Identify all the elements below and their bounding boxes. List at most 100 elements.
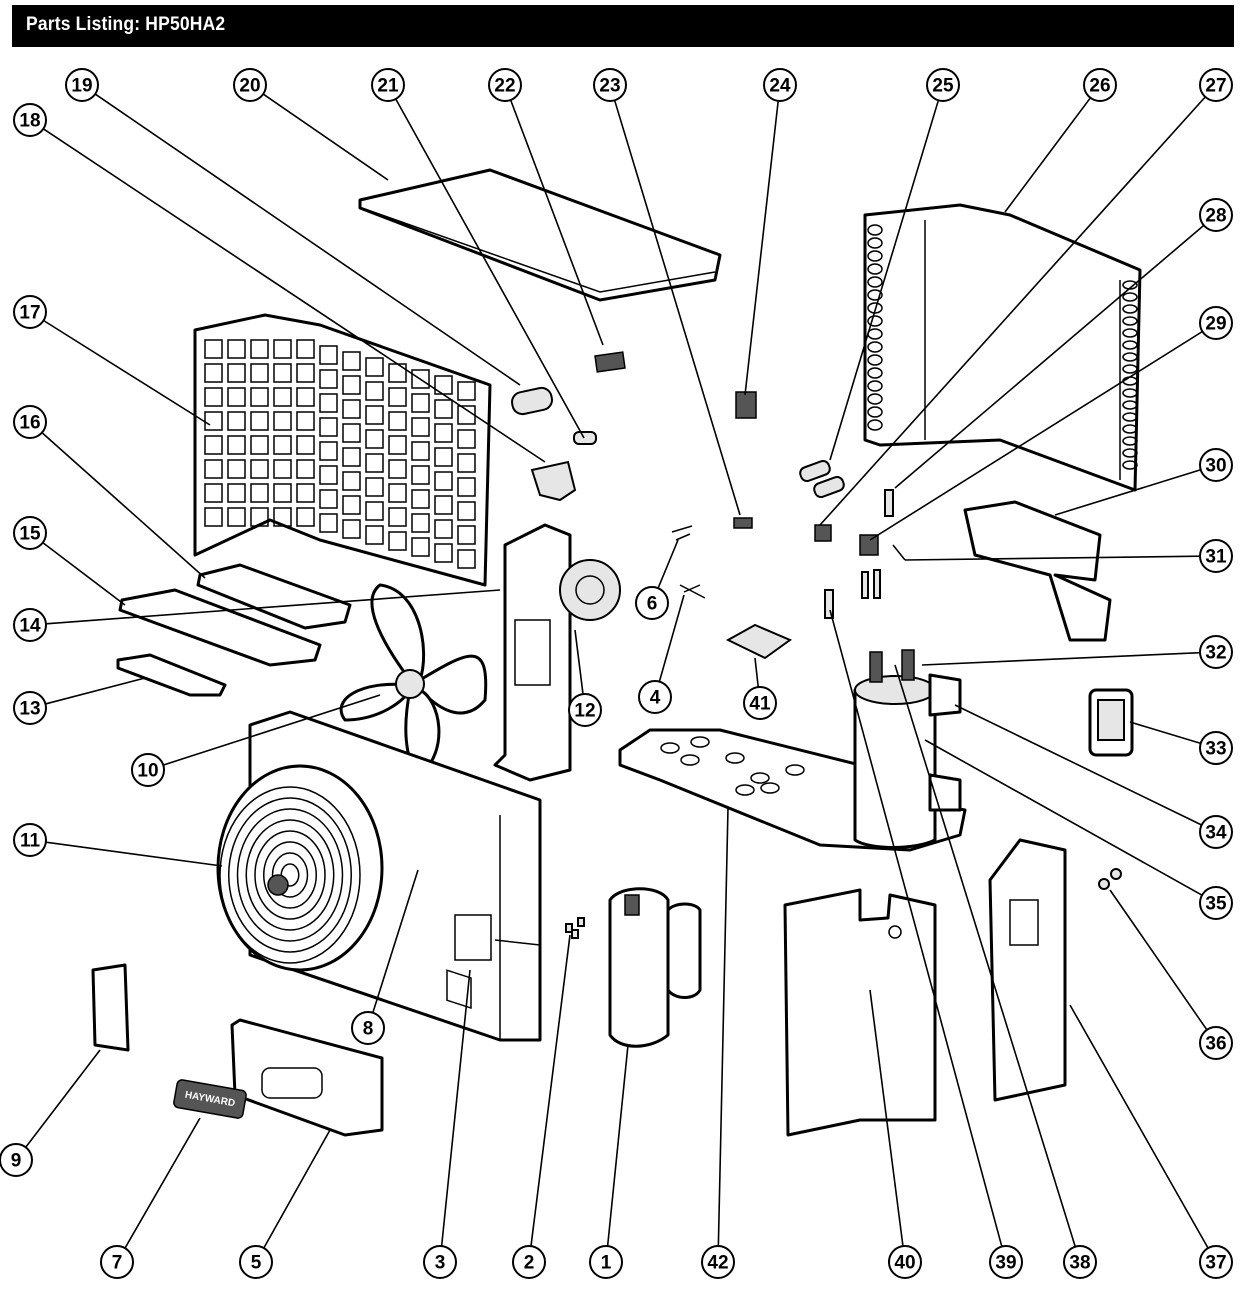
callout-label: 15 <box>19 524 41 545</box>
leader-line-4 <box>658 594 685 682</box>
callout-31: 31 <box>1199 539 1233 573</box>
fan-guard <box>216 764 384 972</box>
callout-label: 36 <box>1205 1034 1226 1055</box>
callout-21: 21 <box>371 68 405 102</box>
leader-line-14 <box>45 589 501 625</box>
page-title: Parts Listing: HP50HA2 <box>26 14 226 35</box>
leader-line-8 <box>372 869 419 1013</box>
leader-line-12 <box>574 629 584 695</box>
rear-grille-panel <box>193 313 492 587</box>
callout-label: 19 <box>71 76 92 97</box>
leader-line-31 <box>904 555 1201 561</box>
callout-3: 3 <box>423 1245 457 1279</box>
leader-line-5 <box>263 1129 331 1249</box>
callout-label: 37 <box>1205 1253 1226 1274</box>
leader-line-38 <box>894 664 1077 1247</box>
callout-label: 10 <box>137 761 158 782</box>
callout-label: 32 <box>1205 643 1226 664</box>
callout-14: 14 <box>13 608 47 642</box>
leader-line-10 <box>162 694 381 766</box>
leader-line-6 <box>657 539 679 589</box>
small-components <box>511 351 1122 939</box>
callout-29: 29 <box>1199 306 1233 340</box>
callout-label: 28 <box>1205 206 1226 227</box>
callout-42: 42 <box>701 1245 735 1279</box>
callout-label: 14 <box>19 616 41 637</box>
callout-38: 38 <box>1063 1245 1097 1279</box>
callout-label: 22 <box>494 76 515 97</box>
heat-exchanger <box>853 649 962 849</box>
callout-37: 37 <box>1199 1245 1233 1279</box>
leader-line-35 <box>924 739 1203 896</box>
gauge-bezel <box>1088 688 1134 757</box>
callout-35: 35 <box>1199 886 1233 920</box>
callout-32: 32 <box>1199 635 1233 669</box>
callout-18: 18 <box>13 103 47 137</box>
leader-line-41 <box>754 657 760 688</box>
callout-25: 25 <box>926 68 960 102</box>
callout-16: 16 <box>13 405 47 439</box>
callout-label: 24 <box>769 76 791 97</box>
callout-12: 12 <box>568 693 602 727</box>
callout-label: 30 <box>1205 456 1226 477</box>
callout-label: 9 <box>11 1151 22 1172</box>
callout-2: 2 <box>512 1245 546 1279</box>
corner-bracket <box>91 963 130 1052</box>
callout-label: 2 <box>524 1253 535 1274</box>
callout-label: 23 <box>599 76 620 97</box>
callout-26: 26 <box>1083 68 1117 102</box>
leader-line-20 <box>262 93 389 181</box>
callout-4: 4 <box>638 680 672 714</box>
callout-label: 5 <box>251 1253 262 1274</box>
callout-28: 28 <box>1199 198 1233 232</box>
callout-label: 11 <box>20 831 41 852</box>
callout-label: 29 <box>1205 314 1226 335</box>
callout-label: 41 <box>749 694 771 715</box>
leader-line-27 <box>819 96 1206 526</box>
shelf-panels <box>116 563 352 697</box>
callout-6: 6 <box>635 586 669 620</box>
compressor <box>608 887 702 1048</box>
leader-line-30 <box>1054 468 1201 516</box>
leader-line-7 <box>124 1117 201 1249</box>
callout-23: 23 <box>593 68 627 102</box>
callout-label: 8 <box>363 1019 374 1040</box>
callout-40: 40 <box>888 1245 922 1279</box>
callout-27: 27 <box>1199 68 1233 102</box>
callout-label: 25 <box>932 76 954 97</box>
callout-9: 9 <box>0 1143 33 1177</box>
leader-line-18 <box>42 128 546 463</box>
callout-22: 22 <box>488 68 522 102</box>
callout-13: 13 <box>13 691 47 725</box>
callout-label: 4 <box>650 688 661 709</box>
leader-line-11 <box>45 841 223 867</box>
leader-line-16 <box>41 432 206 579</box>
callout-label: 26 <box>1089 76 1110 97</box>
leader-line-3 <box>440 969 471 1247</box>
callout-10: 10 <box>131 753 165 787</box>
leader-line-29 <box>869 330 1203 541</box>
callout-label: 21 <box>377 76 399 97</box>
side-panel-left <box>783 888 937 1137</box>
leader-line-32 <box>921 651 1201 666</box>
leader-line-36 <box>1109 889 1208 1031</box>
callout-36: 36 <box>1199 1026 1233 1060</box>
leader-line-21 <box>395 98 585 439</box>
leader-line-19 <box>94 93 521 386</box>
leader-line-24 <box>744 100 779 396</box>
leader-line-13 <box>45 677 146 705</box>
leader-line-25 <box>829 100 940 461</box>
callout-label: 6 <box>647 594 658 615</box>
leader-line-28 <box>894 224 1205 489</box>
callout-34: 34 <box>1199 815 1233 849</box>
callout-label: 34 <box>1205 823 1227 844</box>
leader-line-17 <box>43 319 211 426</box>
leader-line-34 <box>954 704 1202 826</box>
callout-24: 24 <box>763 68 797 102</box>
callout-5: 5 <box>239 1245 273 1279</box>
callout-label: 42 <box>707 1253 728 1274</box>
fan-motor-bracket <box>493 523 621 782</box>
callout-label: 39 <box>995 1253 1016 1274</box>
leader-line-1 <box>606 1044 629 1247</box>
